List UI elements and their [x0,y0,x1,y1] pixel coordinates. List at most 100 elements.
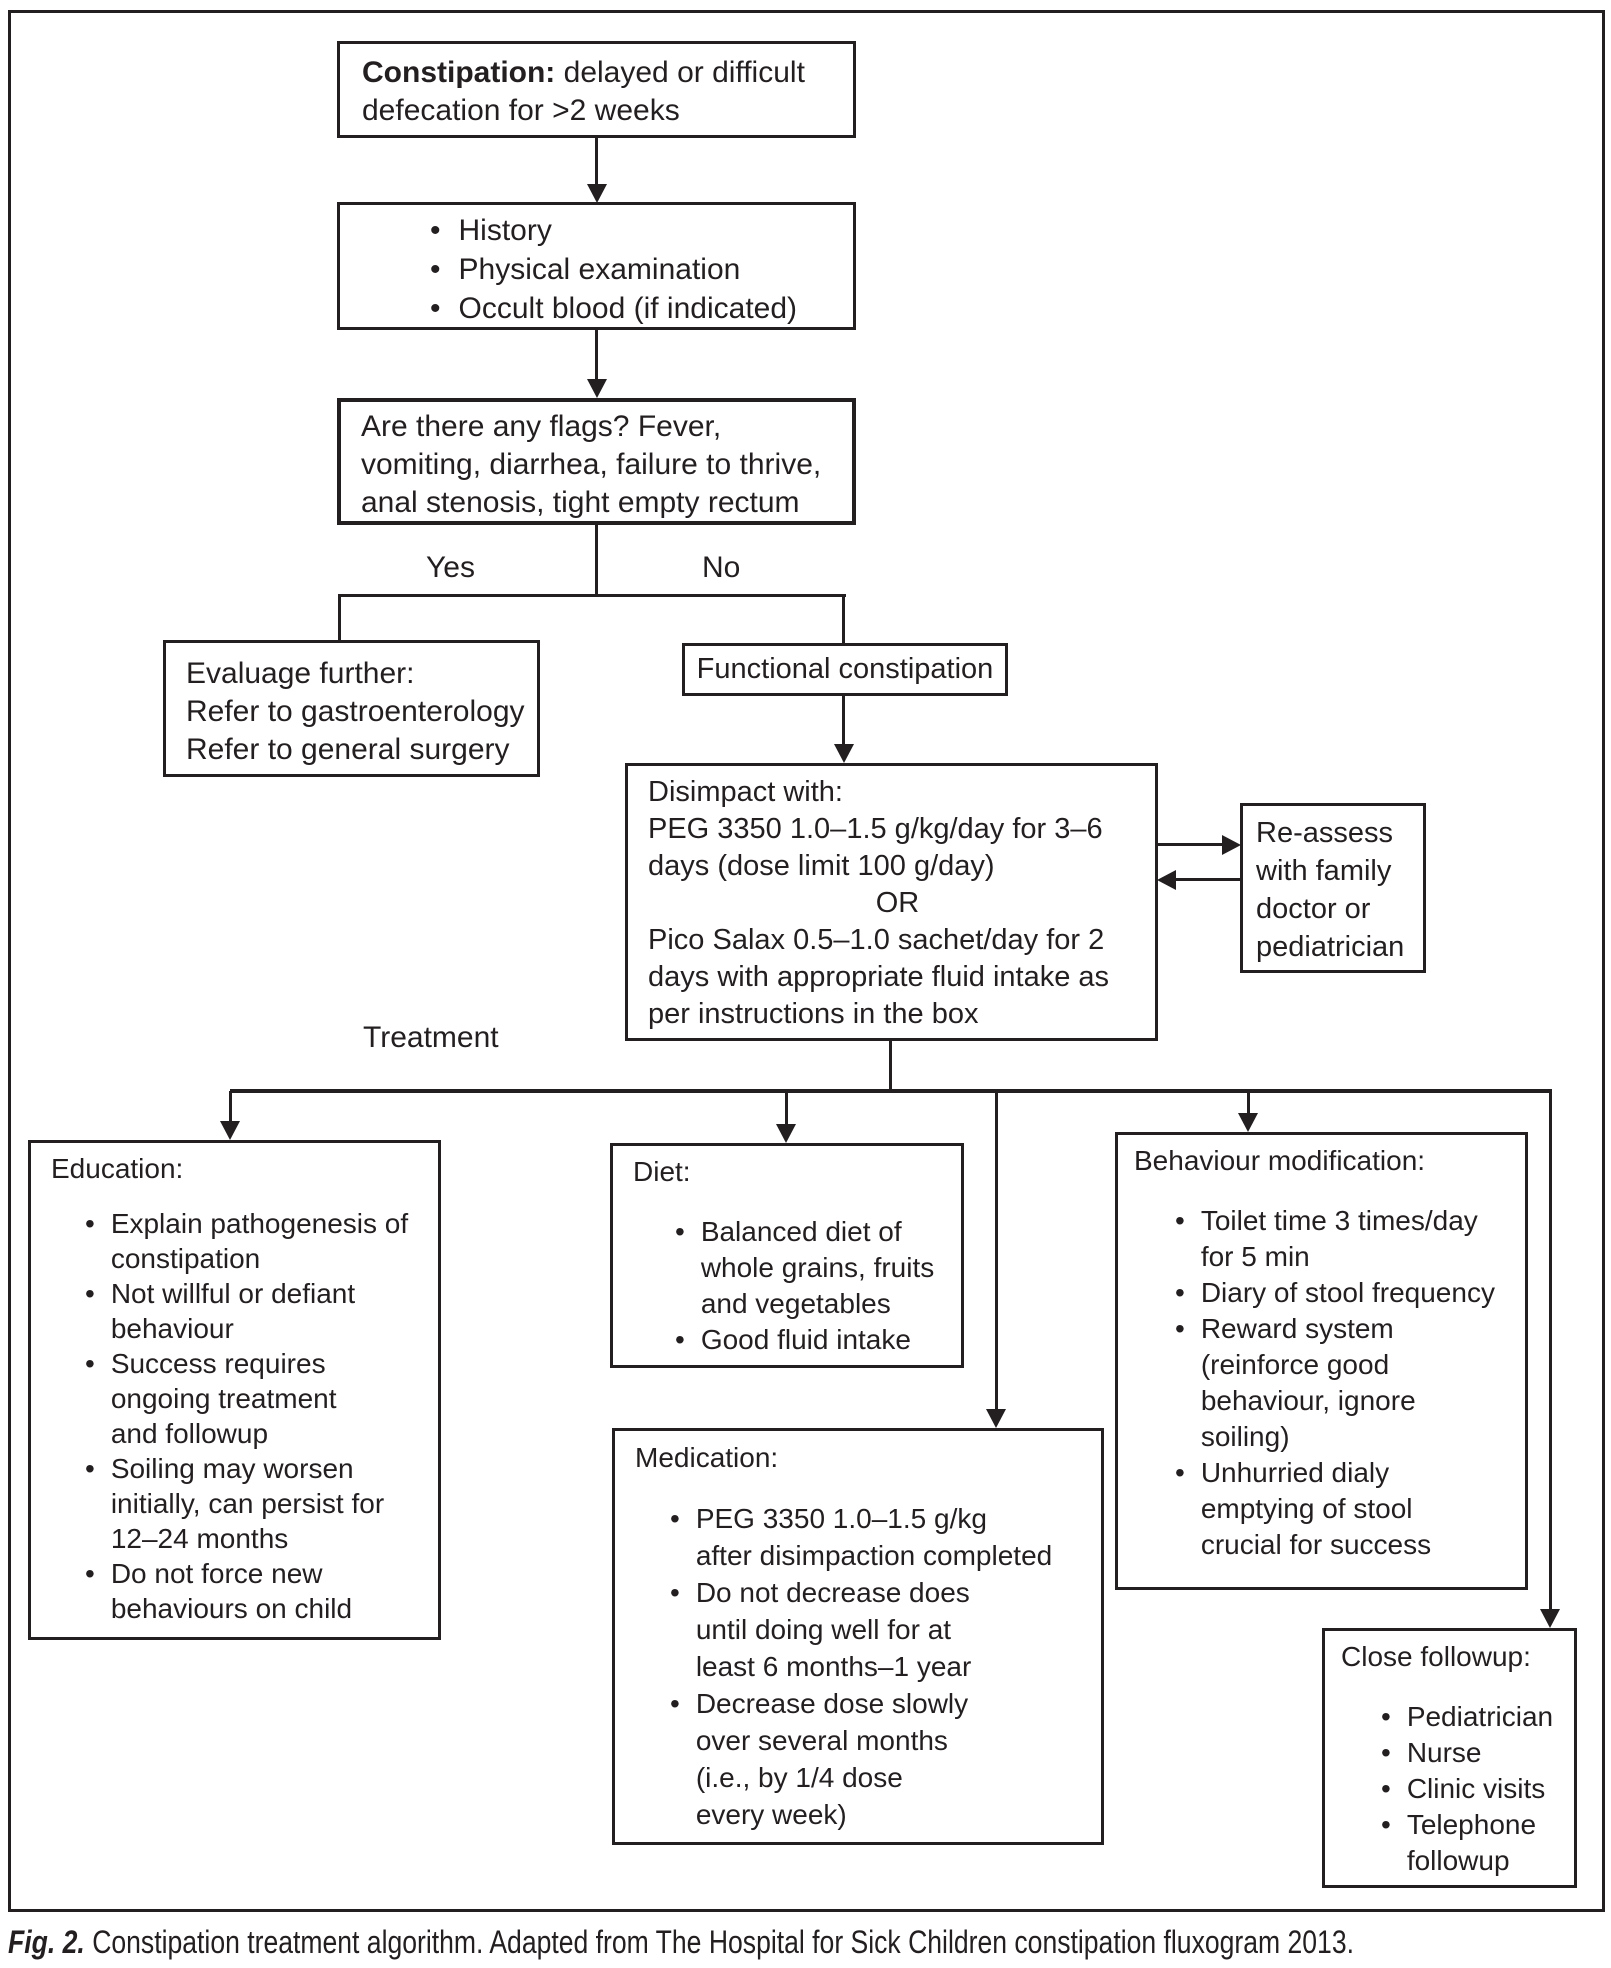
list-item: Good fluid intake [675,1322,957,1358]
connector-disimpact-to-treatment [889,1041,892,1093]
node-followup-title: Close followup: [1341,1641,1531,1672]
list-item-text: Nurse [1406,1737,1482,1768]
list-item: Physical examination [430,250,845,289]
arrow-to-education-head [220,1121,240,1140]
list-item: Soiling may worsen initially, can persis… [85,1451,432,1556]
node-constipation-term: Constipation: [362,56,556,89]
node-functional-constipation: Functional constipation [682,643,1008,696]
arrow-functional-to-disimpact-line [842,694,845,746]
arrow-to-followup-line [1549,1089,1552,1612]
node-close-followup: Close followup: Pediatrician Nurse Clini… [1322,1628,1577,1888]
arrow-to-medication-head [986,1409,1006,1428]
node-behaviour-modification: Behaviour modification: Toilet time 3 ti… [1115,1132,1528,1590]
treatment-branch-line [230,1089,1552,1093]
list-item-text: Decrease dose slowly over several months… [695,1688,969,1830]
list-item: Explain pathogenesis of constipation [85,1206,432,1276]
list-item: Decrease dose slowly over several months… [670,1685,1097,1833]
node-flags-question: Are there any flags? Fever, vomiting, di… [337,398,856,525]
list-item-text: Telephone followup [1406,1809,1537,1876]
list-item: Occult blood (if indicated) [430,289,845,328]
node-reassess: Re-assess with family doctor or pediatri… [1240,803,1426,973]
list-item: Diary of stool frequency [1175,1275,1521,1311]
arrow-to-followup-head [1540,1609,1560,1628]
bullet-list: Explain pathogenesis of constipation Not… [51,1206,432,1626]
list-item-text: Clinic visits [1406,1773,1546,1804]
arrow-workup-to-flags-head [587,379,607,398]
list-item: Pediatrician [1381,1699,1570,1735]
disimpact-or-label: OR [875,887,920,919]
arrow-disimpact-to-reassess-line [1158,843,1222,846]
list-item: Toilet time 3 times/day for 5 min [1175,1203,1521,1275]
node-disimpact: Disimpact with: PEG 3350 1.0–1.5 g/kg/da… [625,763,1158,1041]
node-behaviour-title: Behaviour modification: [1134,1145,1426,1176]
node-constipation: Constipation: delayed or difficult defec… [337,41,856,138]
bullet-list: PEG 3350 1.0–1.5 g/kg after disimpaction… [635,1500,1097,1833]
list-item: Telephone followup [1381,1807,1570,1879]
node-constipation-text: delayed or difficult defecation for >2 w… [362,56,805,127]
list-item-text: Soiling may worsen initially, can persis… [110,1453,385,1554]
list-item: Clinic visits [1381,1771,1570,1807]
list-item-text: Explain pathogenesis of constipation [110,1208,409,1274]
list-item-text: PEG 3350 1.0–1.5 g/kg after disimpaction… [695,1503,1053,1571]
arrow-workup-to-flags-line [595,328,598,381]
connector-yes-drop [338,594,341,642]
node-medication-title: Medication: [635,1442,779,1473]
disimpact-option-2: Pico Salax 0.5–1.0 sachet/day for 2 days… [648,924,1110,1030]
list-item: Do not decrease does until doing well fo… [670,1574,1097,1685]
connector-yes-no-branch [338,594,846,597]
node-diet: Diet: Balanced diet of whole grains, fru… [610,1143,964,1368]
arrow-constipation-to-workup-line [595,136,598,186]
list-item: Nurse [1381,1735,1570,1771]
node-education-title: Education: [51,1153,184,1184]
list-item: Success requires ongoing treatment and f… [85,1346,432,1451]
arrow-disimpact-to-reassess-head [1222,835,1241,855]
branch-label-yes: Yes [426,551,475,584]
list-item-text: Occult blood (if indicated) [458,292,798,325]
list-item-text: Pediatrician [1406,1701,1554,1732]
list-item: Unhurried dialy emptying of stool crucia… [1175,1455,1521,1563]
caption-label: Fig. 2. [8,1924,85,1960]
figure-caption: Fig. 2.Constipation treatment algorithm.… [8,1924,1568,1961]
list-item-text: History [458,214,552,247]
disimpact-option-1: Disimpact with: PEG 3350 1.0–1.5 g/kg/da… [648,776,1103,882]
list-item-text: Do not force new behaviours on child [110,1558,353,1624]
arrow-to-behaviour-line [1247,1091,1250,1116]
list-item: Reward system (reinforce good behaviour,… [1175,1311,1521,1455]
arrow-constipation-to-workup-head [587,184,607,203]
bullet-list: Toilet time 3 times/day for 5 min Diary … [1134,1203,1521,1563]
list-item: Do not force new behaviours on child [85,1556,432,1626]
treatment-label: Treatment [363,1021,499,1054]
list-item: Balanced diet of whole grains, fruits an… [675,1214,957,1322]
arrow-to-behaviour-head [1238,1113,1258,1132]
node-workup: History Physical examination Occult bloo… [337,202,856,330]
arrow-to-education-line [229,1091,232,1124]
connector-flags-stem [595,525,598,597]
arrow-reassess-to-disimpact-head [1157,870,1176,890]
list-item-text: Unhurried dialy emptying of stool crucia… [1200,1457,1432,1560]
list-item: History [430,211,845,250]
arrow-to-diet-line [785,1091,788,1127]
node-diet-title: Diet: [633,1156,691,1187]
arrow-to-medication-line [995,1091,998,1412]
list-item-text: Physical examination [458,253,741,286]
list-item-text: Toilet time 3 times/day for 5 min [1200,1205,1478,1272]
arrow-functional-to-disimpact-head [834,744,854,763]
bullet-list: Balanced diet of whole grains, fruits an… [633,1214,957,1358]
list-item: Not willful or defiant behaviour [85,1276,432,1346]
node-evaluate-further: Evaluage further: Refer to gastroenterol… [163,640,540,777]
node-education: Education: Explain pathogenesis of const… [28,1140,441,1640]
list-item-text: Balanced diet of whole grains, fruits an… [700,1216,935,1319]
connector-no-drop [842,594,845,645]
list-item-text: Good fluid intake [700,1324,911,1355]
list-item-text: Not willful or defiant behaviour [110,1278,356,1344]
node-medication: Medication: PEG 3350 1.0–1.5 g/kg after … [612,1428,1104,1845]
list-item-text: Do not decrease does until doing well fo… [695,1577,972,1682]
caption-text: Constipation treatment algorithm. Adapte… [92,1924,1354,1960]
arrow-reassess-to-disimpact-line [1176,878,1240,881]
arrow-to-diet-head [776,1124,796,1143]
list-item-text: Diary of stool frequency [1200,1277,1495,1308]
branch-label-no: No [702,551,741,584]
list-item-text: Reward system (reinforce good behaviour,… [1200,1313,1416,1452]
list-item-text: Success requires ongoing treatment and f… [110,1348,337,1449]
